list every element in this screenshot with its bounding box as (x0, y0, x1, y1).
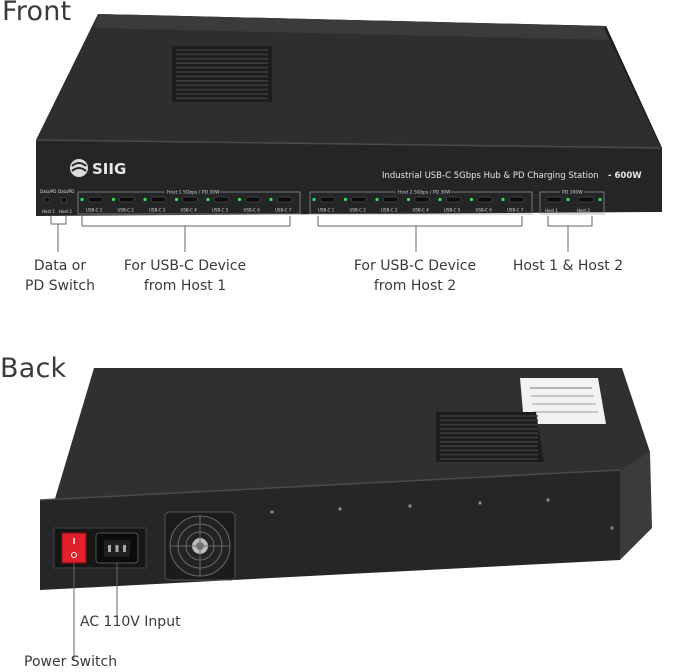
host-port-label-1: Host 1 (545, 208, 558, 213)
host2-port-label-3: USB-C 3 (381, 208, 398, 213)
host-port-1[interactable] (545, 196, 563, 203)
top-vent-grill (172, 46, 272, 102)
host1-led-5 (206, 197, 210, 202)
back-top-surface (54, 368, 650, 502)
host2-port-3[interactable] (382, 196, 399, 203)
host2-port-6[interactable] (477, 196, 493, 203)
host2-led (598, 197, 602, 202)
callout-host1-devices: For USB-C Device from Host 1 (123, 258, 247, 294)
brand-text: SIIG (92, 160, 126, 178)
host2-port-group: Host 2 5Gbps / PD 30W (309, 188, 533, 215)
host2-led-6 (469, 197, 474, 202)
host1-port-5[interactable] (213, 196, 230, 203)
back-top-vent (436, 412, 544, 462)
siig-logo: SIIG (70, 159, 126, 178)
switch-label-2: Data/PD (58, 189, 74, 194)
host1-port-6[interactable] (245, 196, 261, 203)
data-pd-switch-1[interactable] (43, 196, 51, 204)
host1-group-label: Host 1 5Gbps / PD 30W (167, 190, 220, 196)
host1-port-1[interactable] (87, 196, 104, 203)
host2-port-2[interactable] (351, 196, 367, 203)
front-unit: SIIG Industrial USB-C 5Gbps Hub & PD Cha… (35, 14, 663, 216)
host2-group-label: Host 2 5Gbps / PD 30W (398, 190, 451, 196)
host2-port-7[interactable] (508, 196, 525, 203)
front-callout-lines (50, 216, 593, 252)
host1-led-4 (174, 197, 179, 202)
product-line-text: Industrial USB-C 5Gbps Hub & PD Charging… (382, 171, 599, 181)
host2-port-4[interactable] (414, 196, 430, 203)
power-module (53, 527, 147, 569)
host2-port-5[interactable] (445, 196, 462, 203)
host2-led-4 (406, 197, 411, 202)
callout-ac-input: AC 110V Input (80, 614, 181, 630)
callout-power-switch: Power Switch (24, 654, 118, 670)
back-heading: Back (0, 353, 67, 384)
host1-led-6 (237, 197, 242, 202)
host2-led-3 (375, 197, 379, 202)
host1-port-3[interactable] (150, 196, 167, 203)
wattage-text: - 600W (608, 171, 642, 181)
host1-port-label-6: USB-C 6 (244, 208, 261, 213)
host2-port-label-5: USB-C 5 (444, 208, 461, 213)
host-port-group: PD 100W Host 1 Host 2 (539, 188, 605, 215)
side-face (620, 452, 652, 560)
host2-led-2 (343, 197, 348, 202)
host1-led-2 (111, 197, 116, 202)
host-port-2[interactable] (577, 196, 595, 203)
switch-label-1: Data/PD (40, 189, 56, 194)
host1-port-label-7: USB-C 7 (275, 208, 292, 213)
host2-led-1 (312, 197, 316, 202)
host1-port-7[interactable] (276, 196, 293, 203)
host1-led-3 (143, 197, 147, 202)
data-pd-switch-2[interactable] (60, 196, 68, 204)
power-rocker-switch[interactable] (61, 532, 87, 564)
host2-led-7 (501, 197, 505, 202)
callout-hosts: Host 1 & Host 2 (512, 258, 624, 274)
host-switch-label-2: Host 2 (59, 209, 72, 214)
host1-port-group: Host 1 5Gbps / PD 30W (77, 188, 301, 215)
host1-port-label-3: USB-C 3 (149, 208, 166, 213)
host1-port-label-2: USB-C 2 (118, 208, 135, 213)
product-label-sticker (520, 378, 606, 424)
host1-port-label-5: USB-C 5 (212, 208, 229, 213)
back-unit (39, 368, 652, 590)
host1-led-1 (80, 197, 84, 202)
host1-port-label-4: USB-C 4 (181, 208, 198, 213)
host1-led (566, 197, 570, 202)
host1-led-7 (269, 197, 273, 202)
host1-port-4[interactable] (182, 196, 198, 203)
host-switch-label-1: Host 1 (42, 209, 55, 214)
back-callout-lines (73, 563, 118, 660)
host2-port-label-1: USB-C 1 (318, 208, 335, 213)
host2-port-label-4: USB-C 4 (413, 208, 430, 213)
rear-fan (164, 511, 236, 581)
front-heading: Front (2, 0, 72, 27)
callout-data-pd-switch: Data or PD Switch (25, 258, 95, 294)
data-pd-switches: Data/PD Data/PD Host 1 Host 2 (40, 189, 74, 214)
host1-port-2[interactable] (119, 196, 135, 203)
host2-port-1[interactable] (319, 196, 336, 203)
host-port-label-2: Host 2 (577, 208, 590, 213)
host2-port-label-7: USB-C 7 (507, 208, 524, 213)
host2-led-5 (438, 197, 442, 202)
host1-port-label-1: USB-C 1 (86, 208, 103, 213)
pd-group-label: PD 100W (562, 190, 583, 196)
host2-port-label-2: USB-C 2 (350, 208, 367, 213)
host2-port-label-6: USB-C 6 (476, 208, 493, 213)
callout-host2-devices: For USB-C Device from Host 2 (353, 258, 477, 294)
